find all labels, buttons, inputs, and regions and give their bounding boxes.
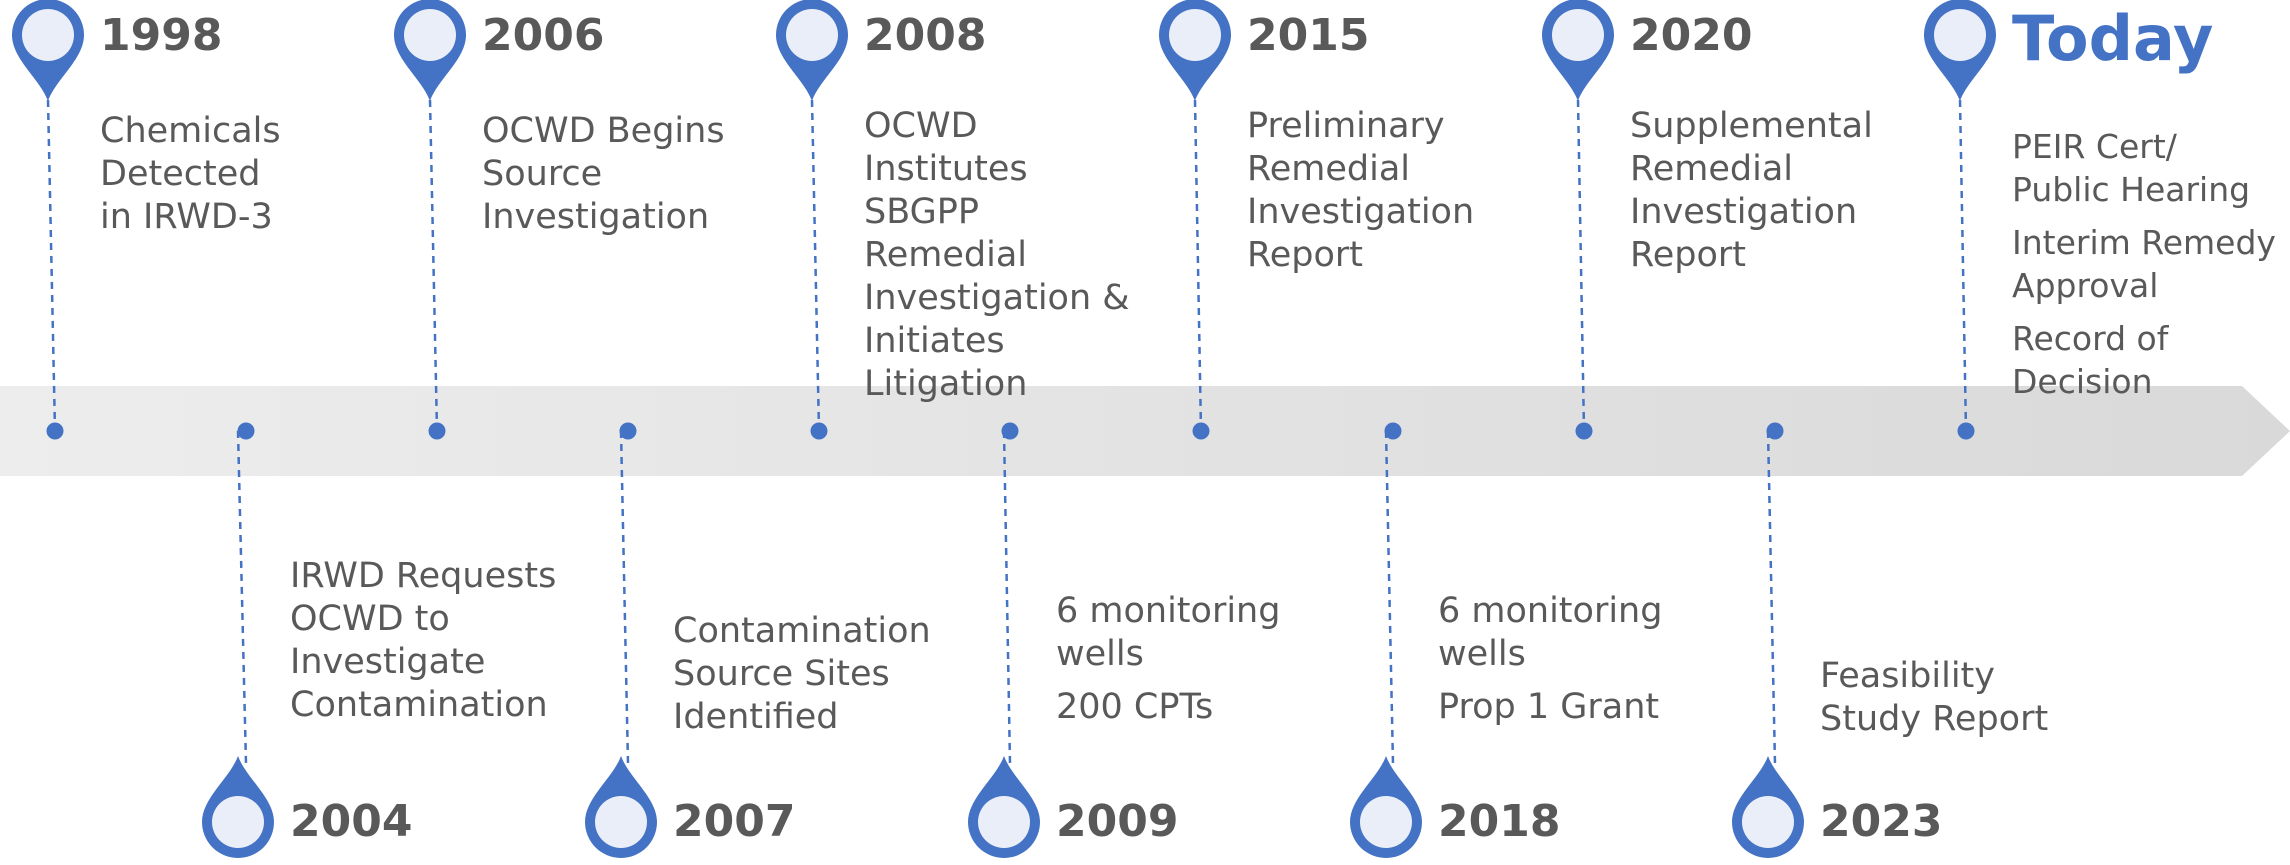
location-pin-icon [776, 0, 848, 101]
event-description-line: Institutes [864, 149, 1028, 189]
event-description-line: Remedial [1247, 149, 1411, 189]
connector-line [1576, 99, 1586, 432]
timeline-dot [619, 422, 637, 440]
year-label: 2007 [673, 796, 796, 847]
event-description-line: Report [1630, 235, 1747, 275]
year-label: 2009 [1056, 796, 1179, 847]
location-pin-icon [1159, 0, 1231, 101]
event-description-line: Supplemental [1630, 106, 1873, 146]
timeline-dot [46, 422, 64, 440]
event-description-line: Interim Remedy [2012, 223, 2276, 262]
event-description-line: SBGPP [864, 192, 979, 232]
connector-line [1766, 430, 1777, 765]
event-description-line: in IRWD-3 [100, 197, 273, 237]
location-pin-icon [1732, 756, 1804, 858]
year-label: 2008 [864, 10, 987, 61]
timeline-dot [1575, 422, 1593, 440]
event-description-line: Prop 1 Grant [1438, 687, 1660, 727]
event-description-line: Feasibility [1820, 656, 1995, 696]
event-description-line: Remedial [864, 235, 1028, 275]
connector-line [1958, 99, 1968, 432]
year-label: Today [2012, 2, 2214, 75]
location-pin-icon [1542, 0, 1614, 101]
event-description-line: Investigation & [864, 278, 1130, 318]
event-description-line: Remedial [1630, 149, 1794, 189]
location-pin-icon [585, 756, 657, 858]
event-description-line: Report [1247, 235, 1364, 275]
event-description-line: PEIR Cert/ [2012, 127, 2177, 166]
timeline-dot [1192, 422, 1210, 440]
event-description-line: Litigation [864, 364, 1028, 404]
event-description-line: Investigate [290, 642, 486, 682]
year-label: 2018 [1438, 796, 1561, 847]
event-description-line: Approval [2012, 266, 2159, 305]
event-description-line: OCWD Begins [482, 111, 725, 151]
year-label: 2006 [482, 10, 605, 61]
event-description-line: Investigation [1247, 192, 1475, 232]
timeline-dot [237, 422, 255, 440]
year-label: 2004 [290, 796, 413, 847]
connector-line [1384, 430, 1395, 765]
connector-line [619, 430, 630, 765]
event-description-line: 200 CPTs [1056, 687, 1214, 727]
timeline-dot [1384, 422, 1402, 440]
timeline-dot [428, 422, 446, 440]
connector-line [1002, 430, 1012, 765]
connector-line [46, 99, 57, 432]
timeline-dot [1766, 422, 1784, 440]
event-description-line: Contamination [673, 611, 931, 651]
event-description-line: 6 monitoring [1056, 591, 1281, 631]
event-description-line: Public Hearing [2012, 170, 2251, 209]
event-description-line: Study Report [1820, 699, 2049, 739]
location-pin-icon [1350, 756, 1422, 858]
event-description-line: Record of [2012, 319, 2169, 358]
timeline-arrow [0, 386, 2290, 476]
event-description-line: Preliminary [1247, 106, 1445, 146]
event-description-line: 6 monitoring [1438, 591, 1663, 631]
event-description-line: Contamination [290, 685, 548, 725]
location-pin-icon [394, 0, 466, 101]
connector-line [1193, 99, 1203, 432]
location-pin-icon [968, 756, 1040, 858]
year-label: 2020 [1630, 10, 1753, 61]
connector-line [810, 99, 821, 432]
event-description-line: wells [1056, 634, 1144, 674]
event-description-line: Decision [2012, 362, 2153, 401]
event-description-line: Source Sites [673, 654, 890, 694]
event-description-line: Identified [673, 697, 839, 737]
location-pin-icon [12, 0, 84, 101]
event-description-line: IRWD Requests [290, 556, 557, 596]
location-pin-icon [1924, 0, 1996, 101]
timeline-dot [810, 422, 828, 440]
event-description-line: Chemicals [100, 111, 281, 151]
event-description-line: Detected [100, 154, 261, 194]
year-label: 2015 [1247, 10, 1370, 61]
connector-line [236, 430, 248, 765]
year-label: 2023 [1820, 796, 1943, 847]
timeline-dot [1957, 422, 1975, 440]
timeline-dot [1001, 422, 1019, 440]
location-pin-icon [202, 756, 274, 858]
year-label: 1998 [100, 10, 223, 61]
event-description-line: Source [482, 154, 603, 194]
event-description-line: Investigation [482, 197, 710, 237]
event-description-line: OCWD [864, 106, 978, 146]
event-description-line: wells [1438, 634, 1526, 674]
event-description-line: Investigation [1630, 192, 1858, 232]
event-description-line: Initiates [864, 321, 1005, 361]
connector-line [428, 99, 439, 432]
event-description-line: OCWD to [290, 599, 450, 639]
